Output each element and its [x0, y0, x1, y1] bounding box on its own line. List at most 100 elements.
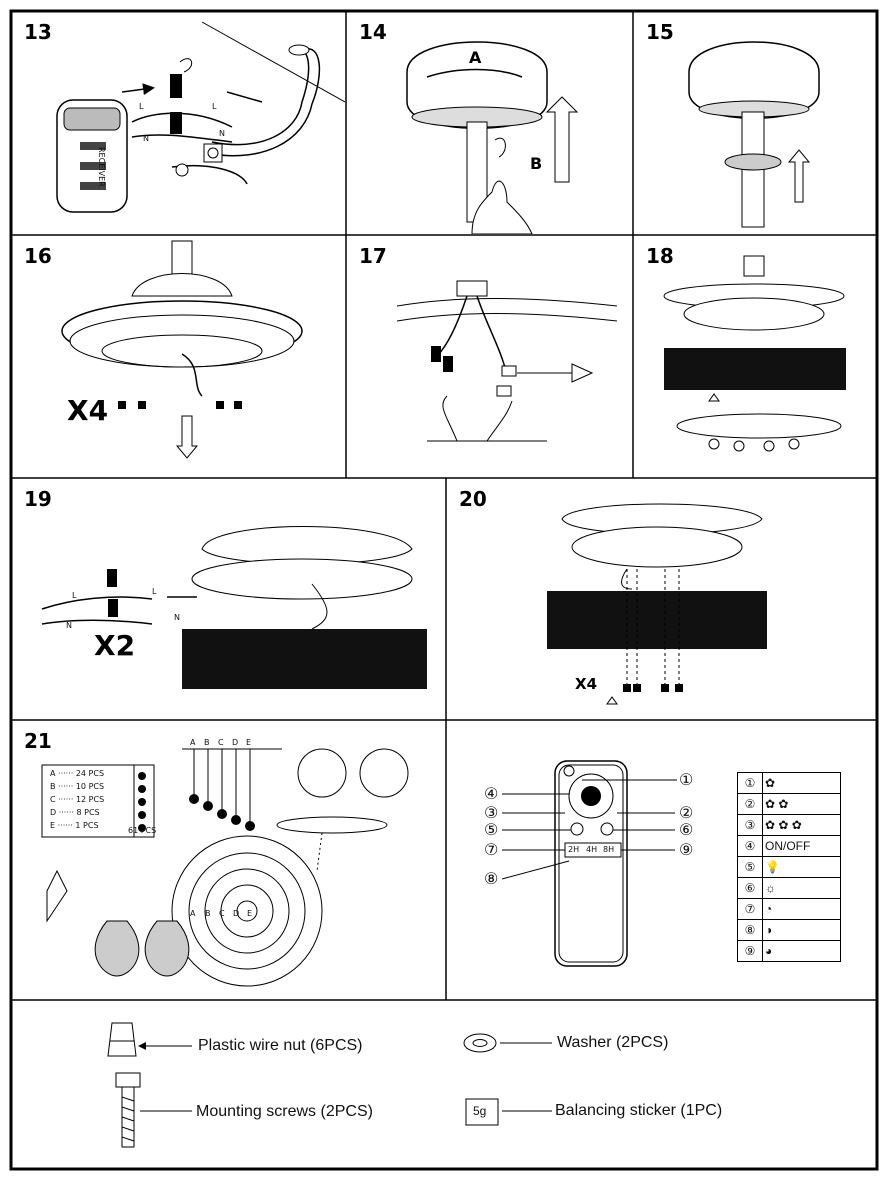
wiring-connection-illustration	[396, 280, 618, 442]
callout-6: ⑥	[679, 822, 694, 839]
wire-label: L	[152, 587, 157, 596]
legend-row: ②✿ ✿	[737, 793, 841, 815]
callout-1: ①	[679, 772, 694, 789]
legend-row: ⑤💡	[737, 856, 841, 878]
legend-on-off: ON/OFF	[762, 835, 841, 857]
ring-letter: B	[205, 909, 211, 918]
power-button-icon	[581, 786, 601, 806]
timer-quarter-icon: ◔	[762, 898, 841, 920]
step-20-panel: 20 X4	[447, 479, 876, 719]
wire-label: L	[212, 102, 217, 111]
legend-row: ①✿	[737, 772, 841, 794]
strand-row: E ······ 1 PCS	[50, 821, 99, 830]
wire-label: L	[139, 102, 144, 111]
parts-illustration	[107, 1022, 552, 1148]
step-15-panel: 15	[634, 12, 876, 234]
bulb-dim-icon: ☼	[762, 877, 841, 899]
bulb-icon: 💡	[762, 856, 841, 878]
step-number: 14	[359, 20, 387, 44]
fan-body-illustration	[61, 240, 303, 459]
step-18-panel: 18	[634, 236, 876, 477]
washer-label: Washer (2PCS)	[557, 1034, 669, 1051]
step-number: 17	[359, 244, 387, 268]
callout-4: ④	[484, 786, 499, 803]
strand-letter: D	[232, 738, 239, 747]
timer-2h-label: 2H	[568, 845, 580, 854]
wire-label: N	[143, 134, 149, 143]
fan-speed-2-icon: ✿ ✿	[762, 793, 841, 815]
step-19-panel: 19 X2 L L N N	[12, 479, 445, 719]
sticker-mark: 5g	[473, 1104, 487, 1118]
wire-nut-label: Plastic wire nut (6PCS)	[198, 1037, 363, 1054]
multiplier-label: X4	[575, 675, 598, 693]
remote-illustration	[501, 760, 677, 967]
shade-fasten-illustration	[547, 503, 767, 705]
wire-label: N	[66, 621, 72, 630]
remote-body	[554, 760, 628, 967]
ground-screw-icon	[175, 163, 189, 177]
screw-icon	[115, 1072, 141, 1088]
strand-row: C ······ 12 PCS	[50, 795, 105, 804]
strand-total: 61 PCS	[128, 826, 157, 835]
screws-label: Mounting screws (2PCS)	[196, 1103, 373, 1120]
step-16-panel: 16 X4	[12, 236, 345, 477]
step-number: 13	[24, 20, 52, 44]
step-number: 19	[24, 487, 52, 511]
legend-row: ③✿ ✿ ✿	[737, 814, 841, 836]
canopy-illustration	[406, 41, 579, 234]
strand-row: B ······ 10 PCS	[50, 782, 105, 791]
step-number: 16	[24, 244, 52, 268]
rotation-label-a: A	[469, 48, 482, 67]
strand-table: A ······ 24 PCS B ······ 10 PCS C ······…	[50, 769, 132, 834]
strand-letter: B	[204, 738, 210, 747]
wire-nut-icon	[107, 1022, 137, 1057]
wire-nut-icon	[170, 112, 182, 134]
timer-three-quarter-icon: ◕	[762, 940, 841, 962]
sticker-label: Balancing sticker (1PC)	[555, 1102, 723, 1119]
timer-8h-label: 8H	[603, 845, 615, 854]
crystal-strand-illustration	[41, 748, 409, 987]
wire-label: N	[174, 613, 180, 622]
callout-3: ③	[484, 805, 499, 822]
step-13-panel: 13 RECEIVER L L	[12, 12, 345, 234]
parts-panel: Plastic wire nut (6PCS) Washer (2PCS) Mo…	[12, 1001, 876, 1168]
strand-letter: A	[190, 738, 196, 747]
step-number: 18	[646, 244, 674, 268]
step-number: 20	[459, 487, 487, 511]
ring-letter: A	[190, 909, 196, 918]
sticker-icon	[465, 1098, 499, 1126]
canopy-raise-illustration	[688, 41, 820, 228]
timer-half-icon: ◑	[762, 919, 841, 941]
wire-label: L	[72, 591, 77, 600]
multiplier-label: X4	[67, 394, 109, 427]
legend-row: ⑧◑	[737, 919, 841, 941]
legend-row: ⑦◔	[737, 898, 841, 920]
receiver-label: RECEIVER	[97, 147, 106, 187]
strand-letter: C	[218, 738, 224, 747]
shade-wiring-illustration	[41, 526, 427, 689]
shade-install-illustration	[663, 255, 846, 452]
wiring-illustration	[56, 21, 345, 213]
step-14-panel: 14 A B	[347, 12, 632, 234]
ring-letter: D	[233, 909, 240, 918]
callout-7: ⑦	[484, 842, 499, 859]
remote-panel: ① ② ③ ④ ⑤ ⑥ ⑦ ⑧ ⑨ 2H 4H 8H	[447, 721, 876, 999]
washer-icon	[463, 1033, 497, 1053]
step-21-panel: 21	[12, 721, 445, 999]
legend-row: ⑨◕	[737, 940, 841, 962]
fan-speed-1-icon: ✿	[762, 772, 841, 794]
legend-row: ⑥☼	[737, 877, 841, 899]
step-number: 21	[24, 729, 52, 753]
strand-row: D ······ 8 PCS	[50, 808, 100, 817]
wire-label: N	[219, 129, 225, 138]
callout-9: ⑨	[679, 842, 694, 859]
step-17-panel: 17	[347, 236, 632, 477]
multiplier-label: X2	[94, 629, 136, 662]
wire-nut-icon	[170, 74, 182, 98]
callout-5: ⑤	[484, 822, 499, 839]
step-number: 15	[646, 20, 674, 44]
